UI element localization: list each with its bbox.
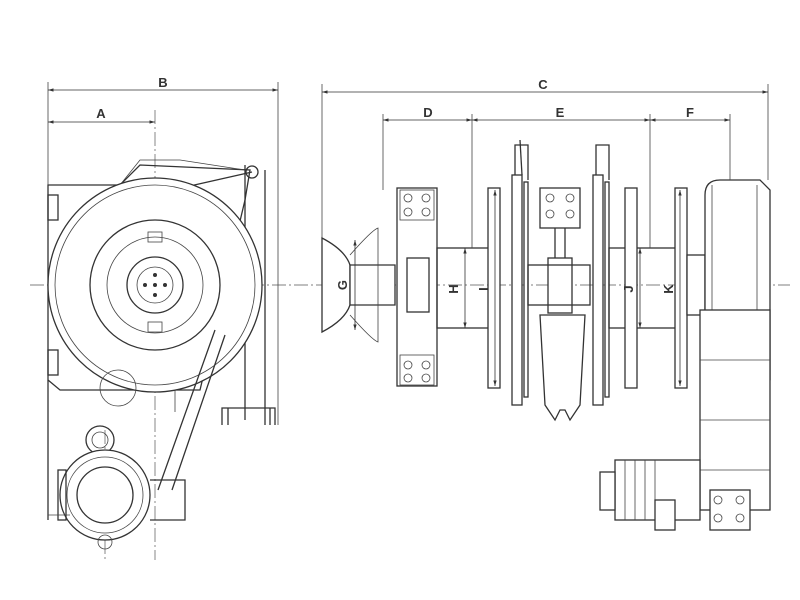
front-view — [321, 139, 771, 531]
dim-label-b: B — [158, 75, 167, 90]
dimension-labels: B A C D E F G H I J K — [96, 75, 694, 294]
dim-label-k: K — [661, 284, 676, 294]
dim-label-e: E — [556, 105, 565, 120]
dimension-lines — [47, 82, 769, 425]
dim-label-g: G — [335, 280, 350, 290]
dim-label-h: H — [446, 284, 461, 293]
side-view — [47, 159, 276, 550]
dim-label-a: A — [96, 106, 106, 121]
dim-label-c: C — [538, 77, 548, 92]
dim-label-j: J — [621, 285, 636, 292]
dim-label-d: D — [423, 105, 432, 120]
dim-label-f: F — [686, 105, 694, 120]
dim-label-i: I — [476, 287, 491, 291]
